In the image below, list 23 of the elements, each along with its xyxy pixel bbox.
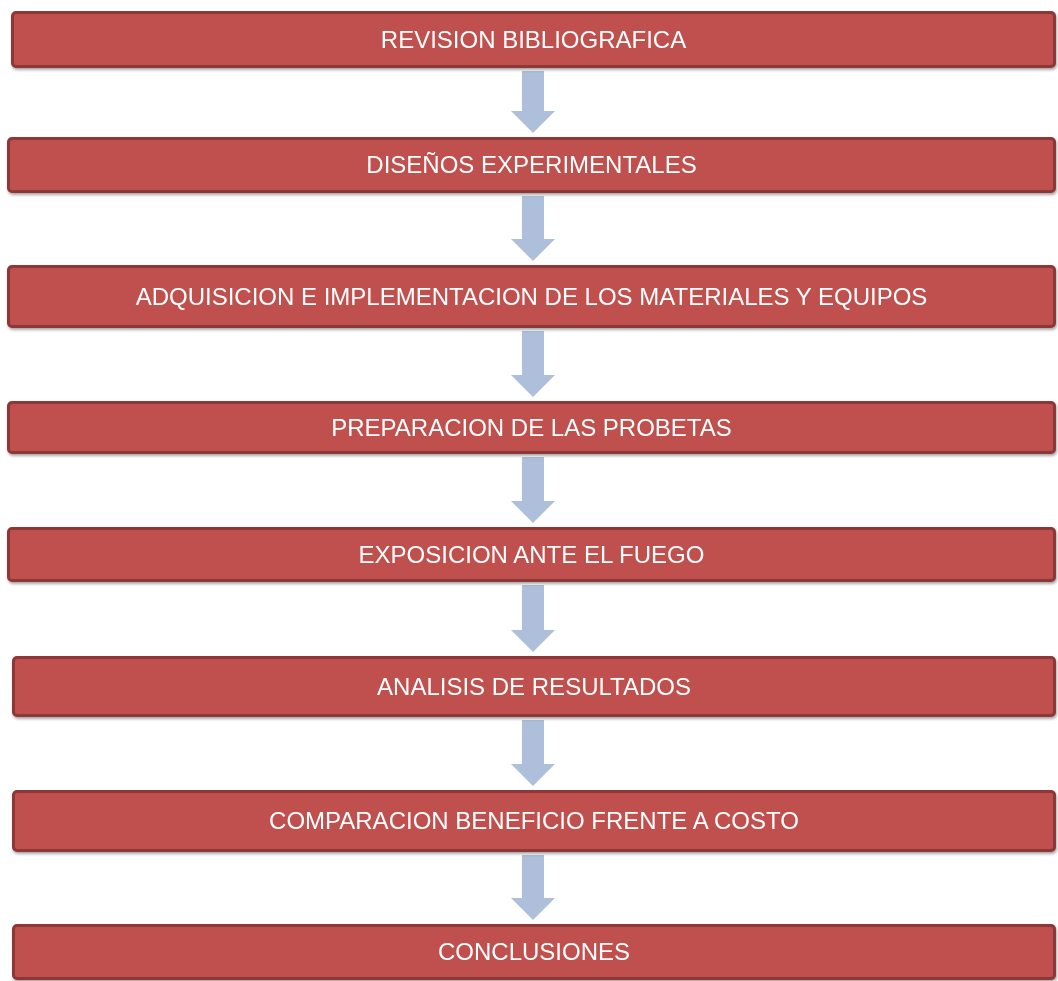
step-label: CONCLUSIONES (437, 938, 630, 966)
step-label: PREPARACION DE LAS PROBETAS (331, 413, 732, 442)
down-arrow (511, 331, 555, 397)
down-arrow (511, 585, 555, 652)
step-label: DISEÑOS EXPERIMENTALES (366, 151, 697, 179)
step-label: ADQUISICION E IMPLEMENTACION DE LOS MATERIALES Y EQUIPOS (135, 282, 928, 311)
down-arrow (511, 855, 555, 920)
step-label: EXPOSICION ANTE EL FUEGO (358, 540, 705, 569)
process-box (12, 656, 1056, 717)
down-arrow (511, 720, 555, 786)
process-box (7, 401, 1056, 454)
step-label: COMPARACION BENEFICIO FRENTE A COSTO (269, 807, 799, 835)
process-box (7, 137, 1056, 193)
process-box (12, 924, 1056, 980)
down-arrow (511, 457, 555, 523)
process-box (12, 790, 1056, 852)
step-label: REVISION BIBLIOGRAFICA (380, 25, 687, 54)
step-label: ANALISIS DE RESULTADOS (377, 672, 691, 701)
process-box (7, 265, 1056, 328)
process-box (7, 527, 1056, 582)
down-arrow (511, 71, 555, 133)
down-arrow (511, 196, 555, 261)
process-box (11, 11, 1056, 68)
